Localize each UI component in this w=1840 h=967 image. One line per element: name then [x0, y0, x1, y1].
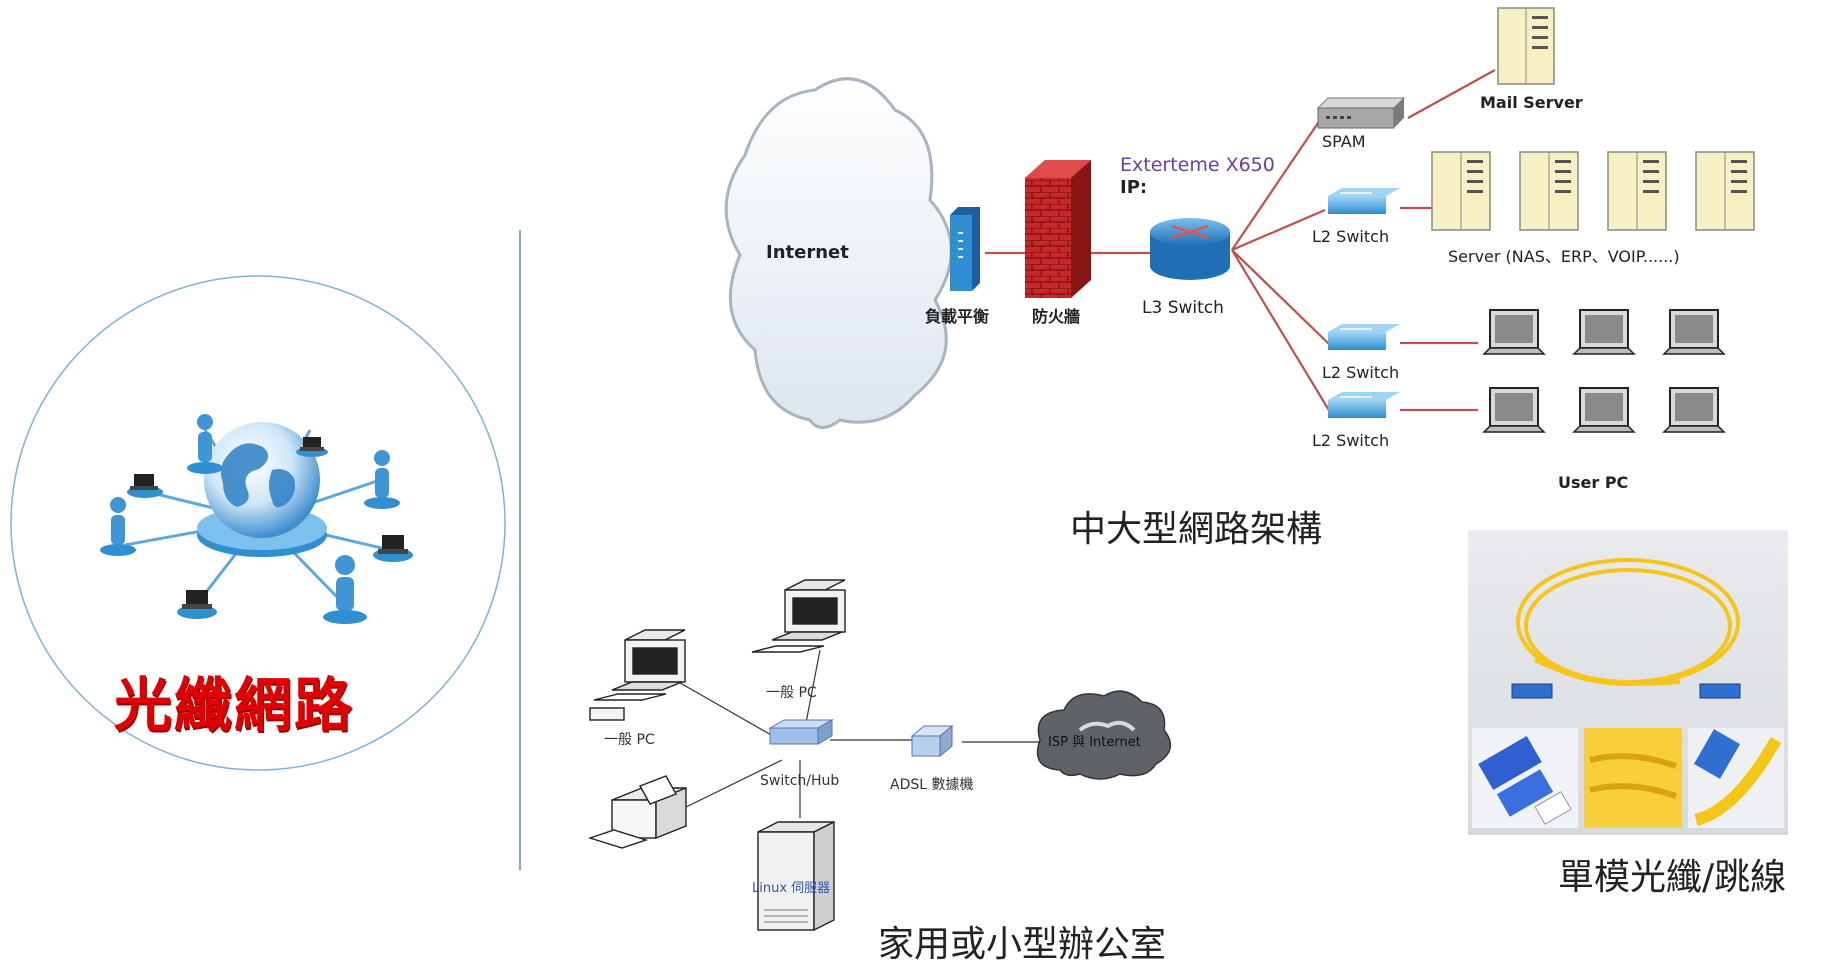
fiber-network-title: 光纖網路	[114, 671, 355, 739]
firewall-label: 防火牆	[1032, 307, 1080, 326]
desktop-pc-icon	[751, 579, 846, 653]
spam-label: SPAM	[1322, 132, 1366, 151]
server-icon	[1695, 151, 1755, 231]
small-office-diagram: 一般 PC 一般 PC Switch/Hub ADSL 數據機 ISP 與 In…	[587, 579, 1172, 932]
fiber-photo	[1468, 530, 1788, 835]
load-balancer-label: 負載平衡	[925, 307, 989, 326]
pc-top-label: 一般 PC	[766, 685, 817, 701]
connector-icon	[1511, 683, 1741, 699]
laptop-icon	[127, 474, 163, 498]
spam-appliance-icon	[1316, 97, 1406, 129]
small-office-caption: 家用或小型辦公室	[878, 924, 1167, 965]
server-icon	[1607, 151, 1667, 231]
laptop-icon	[296, 437, 328, 457]
user-pc-icon	[1662, 309, 1726, 355]
adsl-label: ADSL 數據機	[890, 777, 974, 793]
l2-switch-icon	[1328, 324, 1400, 350]
printer-icon	[587, 775, 687, 849]
mail-server-label: Mail Server	[1480, 93, 1583, 112]
fiber-coil-icon	[1516, 558, 1740, 686]
linux-server-icon	[757, 820, 835, 932]
firewall-icon	[1025, 160, 1091, 298]
left-circle-frame	[10, 275, 506, 771]
servers-label: Server (NAS、ERP、VOIP......)	[1448, 247, 1680, 266]
l2-switch-label-1: L2 Switch	[1312, 227, 1389, 246]
l2-switch-icon	[1328, 392, 1400, 418]
person-icon	[323, 555, 367, 624]
internet-cloud-icon	[724, 77, 953, 429]
server-rack-row	[1431, 151, 1755, 231]
user-pc-icon	[1572, 387, 1636, 433]
adsl-modem-icon	[910, 724, 954, 758]
cable-closeup-photo	[1584, 728, 1682, 828]
person-icon	[187, 414, 223, 474]
laptop-icon	[177, 590, 217, 619]
user-pc-grid	[1482, 309, 1726, 433]
switch-hub-icon	[768, 719, 834, 745]
l3-model-label: Exterteme X650	[1120, 154, 1275, 176]
laptop-icon	[373, 535, 413, 562]
desktop-pc-icon	[589, 629, 686, 721]
large-network-caption: 中大型網路架構	[1070, 509, 1323, 550]
person-icon	[364, 450, 400, 509]
l2-switch-label-3: L2 Switch	[1312, 431, 1389, 450]
user-pc-icon	[1572, 309, 1636, 355]
l3-switch-icon	[1150, 218, 1230, 280]
network-globe-illustration	[100, 414, 413, 624]
l2-switch-label-2: L2 Switch	[1322, 363, 1399, 382]
fiber-caption: 單模光纖/跳線	[1558, 857, 1787, 898]
load-balancer-icon	[950, 207, 980, 291]
pc-left-label: 一般 PC	[604, 732, 655, 748]
internet-label: Internet	[766, 242, 849, 263]
user-pc-icon	[1482, 309, 1546, 355]
user-pc-icon	[1662, 387, 1726, 433]
l3-ip-label: IP:	[1120, 177, 1147, 198]
globe-icon	[204, 422, 320, 538]
user-pc-label: User PC	[1558, 473, 1628, 492]
sc-connector-icon	[1478, 736, 1572, 825]
large-network-diagram: Internet 負載平衡 防火牆 Exterteme X650 IP: L3 …	[724, 7, 1755, 492]
server-icon	[1519, 151, 1579, 231]
linux-server-label: Linux 伺服器	[752, 881, 830, 896]
user-pc-icon	[1482, 387, 1546, 433]
switch-hub-label: Switch/Hub	[760, 773, 839, 789]
mail-server-icon	[1497, 7, 1555, 85]
l2-switch-icon	[1328, 188, 1400, 214]
server-icon	[1431, 151, 1491, 231]
person-icon	[100, 497, 136, 556]
l3-switch-label: L3 Switch	[1142, 298, 1224, 318]
isp-label: ISP 與 Internet	[1048, 735, 1141, 750]
isp-cloud-icon	[1036, 690, 1172, 780]
